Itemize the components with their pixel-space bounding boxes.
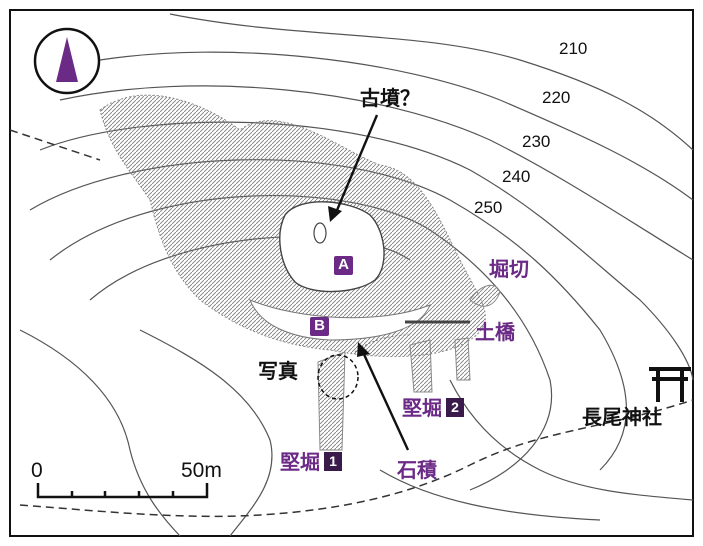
contour-label-230: 230 (522, 132, 551, 151)
tatebori-2-text: 堅堀 (402, 396, 442, 420)
kofun-label: 古墳？ (360, 86, 420, 110)
scale-end-label: 50m (181, 459, 222, 482)
enclosure-b-marker: B (310, 317, 329, 336)
kofun-mound (313, 222, 327, 244)
dobashi-label: 土橋 (475, 320, 515, 344)
photo-location-circle (317, 354, 359, 400)
photo-label: 写真 (258, 359, 298, 383)
tatebori-1-number: 1 (324, 452, 342, 471)
horikiri-label: 堀切 (489, 257, 529, 281)
tatebori-2-number: 2 (446, 398, 464, 417)
ishizumi-label: 石積 (397, 458, 437, 482)
earthworks (99, 94, 501, 451)
contour-label-220: 220 (542, 88, 571, 107)
contour-label-250: 250 (474, 198, 503, 217)
scale-bar (36, 483, 209, 499)
tatebori-1-text: 堅堀 (280, 450, 320, 474)
boundary-lines (9, 129, 694, 518)
enclosure-a-marker: A (334, 256, 353, 275)
contour-label-240: 240 (502, 167, 531, 186)
scale-start-label: 0 (31, 459, 43, 482)
callout-arrows (333, 114, 410, 451)
north-arrow-icon (33, 27, 101, 95)
map-frame (9, 9, 694, 537)
shrine-label: 長尾神社 (582, 405, 662, 429)
torii-gate-icon (649, 367, 691, 402)
ishizumi-arrowhead (357, 342, 370, 357)
contour-label-210: 210 (559, 39, 588, 58)
kofun-arrowhead (328, 206, 342, 222)
